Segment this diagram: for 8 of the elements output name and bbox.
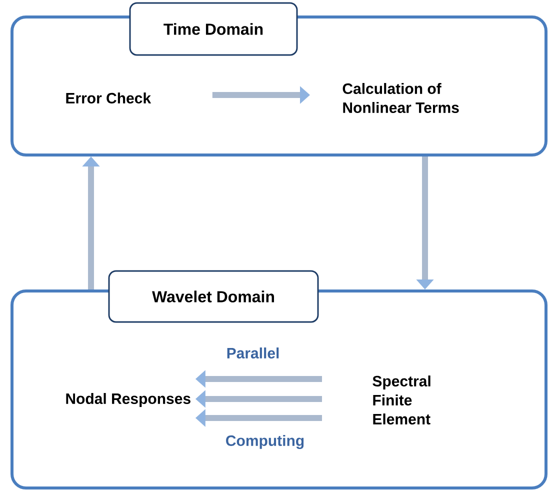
step-text: Calculation of Nonlinear Terms	[342, 82, 459, 113]
edge-label: Parallel	[227, 347, 279, 358]
domain-tab: Wavelet Domain	[108, 270, 319, 323]
step-text: Nodal Responses	[66, 393, 190, 407]
domain-tab: Time Domain	[129, 2, 298, 56]
step-text: Error Check	[66, 92, 152, 104]
edge-label: Computing	[226, 434, 304, 450]
step-text: Spectral Finite Element	[372, 375, 430, 424]
